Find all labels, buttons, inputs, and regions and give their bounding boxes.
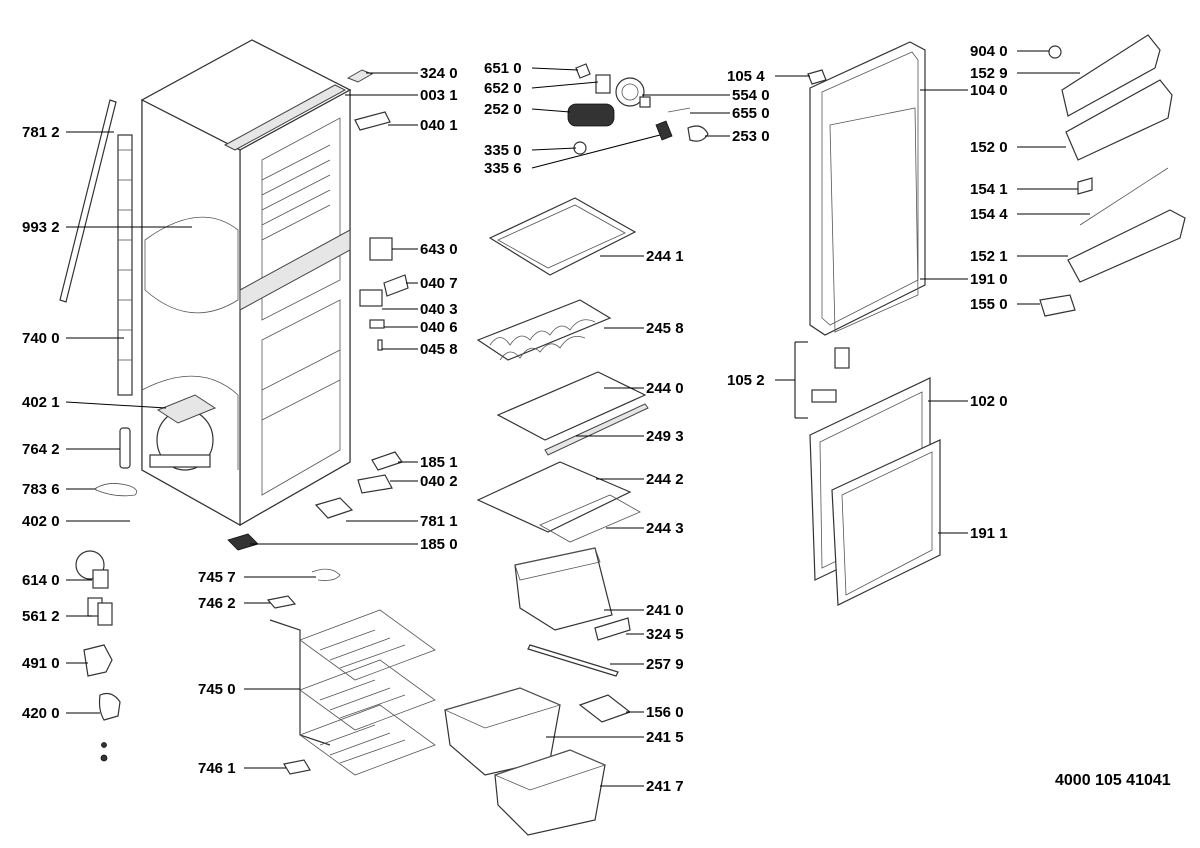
drawer-slide <box>527 644 619 677</box>
label-241-5: 241 5 <box>646 729 684 746</box>
door-hinge-top <box>807 69 827 85</box>
label-746-1: 746 1 <box>198 760 236 777</box>
label-156-0: 156 0 <box>646 704 684 721</box>
label-154-1: 154 1 <box>970 181 1008 198</box>
compressor <box>149 394 217 471</box>
part-labels: 781 2 993 2 740 0 402 1 764 2 783 6 402 … <box>22 43 1008 795</box>
label-652-0: 652 0 <box>484 80 522 97</box>
label-614-0: 614 0 <box>22 572 60 589</box>
label-191-1: 191 1 <box>970 525 1008 542</box>
freezer-door <box>809 377 941 606</box>
freezer-drawer-lower <box>493 749 607 836</box>
door-bins <box>1039 34 1186 317</box>
label-904-0: 904 0 <box>970 43 1008 60</box>
bottle-rack <box>476 299 612 361</box>
label-561-2: 561 2 <box>22 608 60 625</box>
label-746-2: 746 2 <box>198 595 236 612</box>
label-252-0: 252 0 <box>484 101 522 118</box>
glass-shelf-frame <box>488 197 637 276</box>
label-152-0: 152 0 <box>970 139 1008 156</box>
hinge-parts <box>794 341 850 419</box>
label-554-0: 554 0 <box>732 87 770 104</box>
wire-basket-rack <box>269 609 436 776</box>
label-244-3: 244 3 <box>646 520 684 537</box>
label-105-2: 105 2 <box>727 372 765 389</box>
condenser-coil <box>117 134 133 396</box>
wire-parts-small <box>266 568 341 775</box>
label-420-0: 420 0 <box>22 705 60 722</box>
label-244-2: 244 2 <box>646 471 684 488</box>
leader-lines <box>65 50 1090 787</box>
label-104-0: 104 0 <box>970 82 1008 99</box>
label-244-1: 244 1 <box>646 248 684 265</box>
label-040-7: 040 7 <box>420 275 458 292</box>
label-651-0: 651 0 <box>484 60 522 77</box>
label-324-5: 324 5 <box>646 626 684 643</box>
filter-drier <box>119 427 131 469</box>
label-185-1: 185 1 <box>420 454 458 471</box>
label-781-1: 781 1 <box>420 513 458 530</box>
label-244-0: 244 0 <box>646 380 684 397</box>
label-245-8: 245 8 <box>646 320 684 337</box>
label-745-0: 745 0 <box>198 681 236 698</box>
label-185-0: 185 0 <box>420 536 458 553</box>
electrical-parts-left <box>75 550 121 762</box>
document-number: 4000 105 41041 <box>1055 772 1171 789</box>
label-783-6: 783 6 <box>22 481 60 498</box>
label-105-4: 105 4 <box>727 68 765 85</box>
label-040-2: 040 2 <box>420 473 458 490</box>
crisper-drawer <box>514 547 613 631</box>
label-154-4: 154 4 <box>970 206 1008 223</box>
label-324-0: 324 0 <box>420 65 458 82</box>
label-191-0: 191 0 <box>970 271 1008 288</box>
label-655-0: 655 0 <box>732 105 770 122</box>
label-003-1: 003 1 <box>420 87 458 104</box>
cable-part <box>95 483 138 497</box>
label-249-3: 249 3 <box>646 428 684 445</box>
label-764-2: 764 2 <box>22 441 60 458</box>
label-152-1: 152 1 <box>970 248 1008 265</box>
label-740-0: 740 0 <box>22 330 60 347</box>
label-402-1: 402 1 <box>22 394 60 411</box>
hinge-and-brackets <box>227 69 409 551</box>
label-257-9: 257 9 <box>646 656 684 673</box>
lamp-and-control-parts <box>567 63 709 155</box>
label-040-1: 040 1 <box>420 117 458 134</box>
label-152-9: 152 9 <box>970 65 1008 82</box>
label-745-7: 745 7 <box>198 569 236 586</box>
label-102-0: 102 0 <box>970 393 1008 410</box>
label-643-0: 643 0 <box>420 241 458 258</box>
drawer-front-strip <box>594 617 631 641</box>
fridge-door <box>809 41 926 336</box>
label-335-0: 335 0 <box>484 142 522 159</box>
tube-part <box>59 99 117 303</box>
label-040-3: 040 3 <box>420 301 458 318</box>
label-040-6: 040 6 <box>420 319 458 336</box>
label-241-7: 241 7 <box>646 778 684 795</box>
label-491-0: 491 0 <box>22 655 60 672</box>
ice-tray <box>578 694 632 723</box>
label-335-6: 335 6 <box>484 160 522 177</box>
label-402-0: 402 0 <box>22 513 60 530</box>
label-045-8: 045 8 <box>420 341 458 358</box>
glass-shelf <box>496 371 649 456</box>
label-241-0: 241 0 <box>646 602 684 619</box>
label-155-0: 155 0 <box>970 296 1008 313</box>
label-993-2: 993 2 <box>22 219 60 236</box>
label-253-0: 253 0 <box>732 128 770 145</box>
crisper-cover <box>476 461 641 543</box>
label-781-2: 781 2 <box>22 124 60 141</box>
